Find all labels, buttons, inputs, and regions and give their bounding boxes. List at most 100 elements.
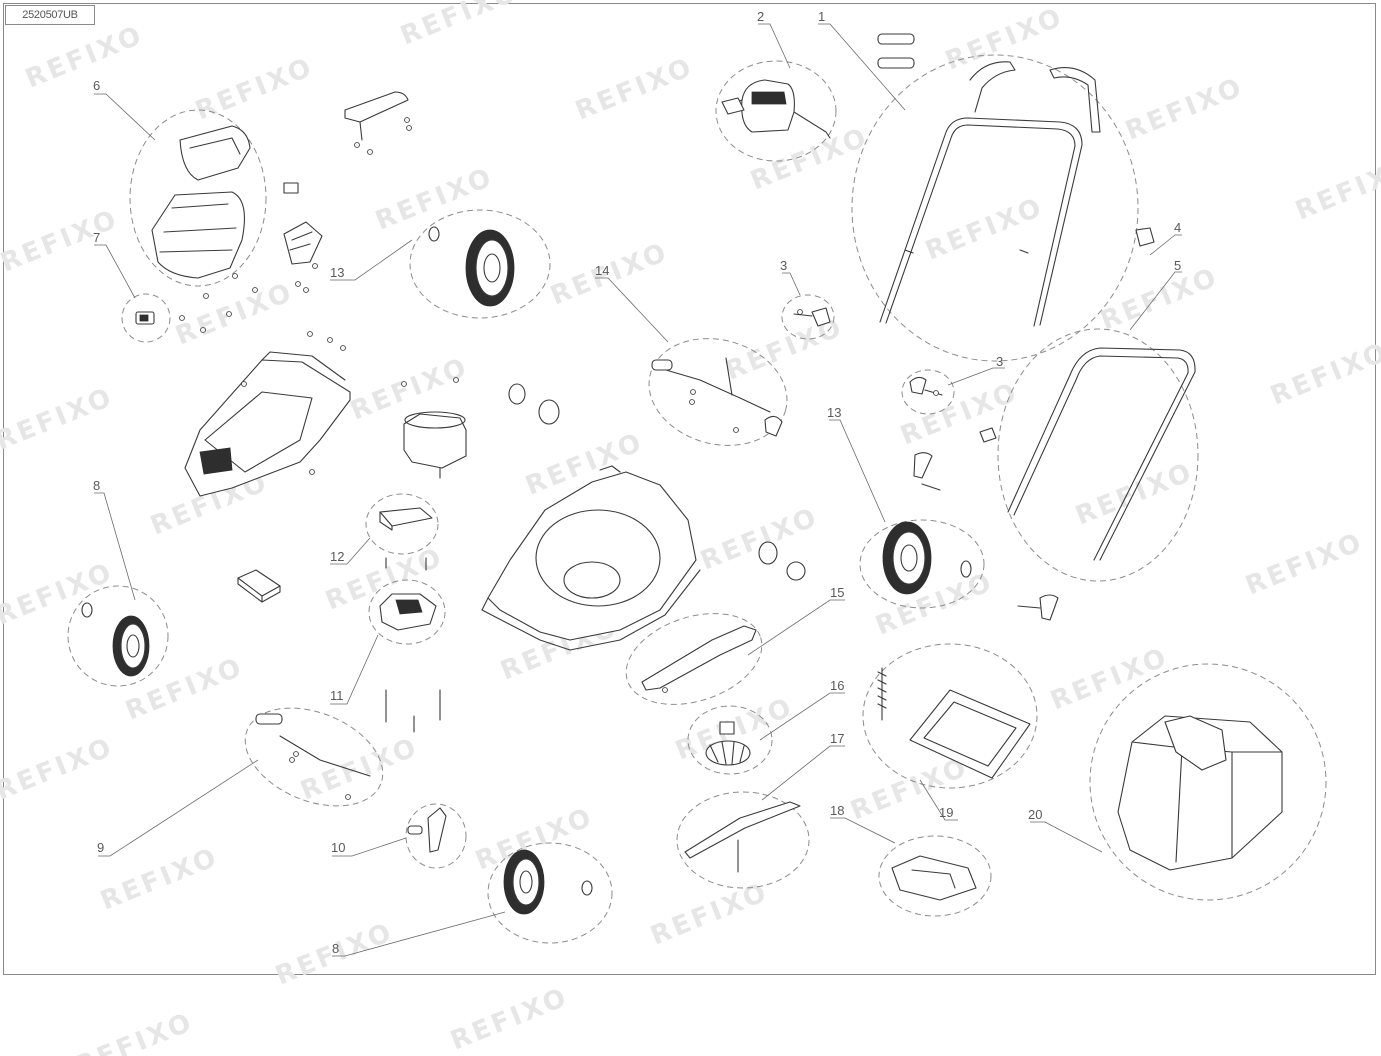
group-outline-2 <box>715 60 837 162</box>
leader-18 <box>830 817 896 844</box>
callout-20: 20 <box>1028 807 1042 822</box>
rear-wheel-part-right <box>882 521 972 595</box>
lower-handle-part <box>913 347 1196 621</box>
watermark: REFIXO <box>71 1007 198 1056</box>
callout-6: 6 <box>93 78 100 93</box>
leader-10 <box>332 837 407 857</box>
grass-box-part <box>1117 715 1283 871</box>
handle-clamp-part-mid <box>909 376 943 396</box>
control-box-part <box>283 221 323 265</box>
leader-lines <box>94 23 1182 957</box>
watermark: REFIXO <box>1266 337 1381 411</box>
watermark: REFIXO <box>746 122 873 196</box>
rear-wheel-part-top <box>428 226 515 307</box>
watermark: REFIXO <box>371 162 498 236</box>
group-outline-8-bottom <box>487 842 613 944</box>
control-board-part <box>379 507 433 571</box>
callout-7: 7 <box>93 230 100 245</box>
watermark: REFIXO <box>0 557 118 631</box>
mower-deck-part <box>481 465 701 651</box>
watermark: REFIXO <box>1121 72 1248 146</box>
watermark: REFIXO <box>1071 457 1198 531</box>
watermark: REFIXO <box>846 752 973 826</box>
watermark: REFIXO <box>0 732 118 806</box>
callout-13-top: 13 <box>330 265 344 280</box>
leader-3-top <box>782 272 801 296</box>
leader-3-mid <box>947 367 1005 386</box>
watermark: REFIXO <box>921 192 1048 266</box>
callout-2: 2 <box>757 9 764 24</box>
leader-12 <box>330 537 371 565</box>
leader-16 <box>759 692 845 741</box>
watermark: REFIXO <box>1096 262 1223 336</box>
rear-flap-part <box>877 667 1031 779</box>
callout-13-right: 13 <box>827 405 841 420</box>
watermark: REFIXO <box>446 982 573 1056</box>
handle-grip-part <box>344 91 412 155</box>
watermark: REFIXO <box>396 0 523 51</box>
watermark: REFIXO <box>646 877 773 951</box>
watermark: REFIXO <box>696 502 823 576</box>
group-outline-18 <box>878 835 992 917</box>
group-outline-15 <box>625 613 763 705</box>
watermark: REFIXO <box>721 312 848 386</box>
group-outline-16 <box>687 705 773 775</box>
group-outline-19 <box>862 643 1038 789</box>
group-outline-7 <box>121 293 171 343</box>
front-wheel-part-left <box>81 602 150 677</box>
spacer-block-part <box>237 569 281 603</box>
front-axle-part <box>255 713 371 800</box>
group-outline-5 <box>997 328 1199 582</box>
watermark: REFIXO <box>0 382 118 456</box>
handle-clamp-part-top <box>793 307 831 327</box>
leader-20 <box>1030 821 1103 853</box>
callout-14: 14 <box>595 263 609 278</box>
leader-13-top <box>330 239 413 281</box>
battery-part <box>721 79 831 139</box>
group-outline-10 <box>405 803 467 869</box>
leader-11 <box>330 634 379 705</box>
watermark: REFIXO <box>0 204 123 278</box>
mulching-plug-part <box>891 855 977 901</box>
front-wheel-part-bottom <box>503 849 593 915</box>
leader-2 <box>758 23 791 69</box>
callout-4: 4 <box>1174 220 1181 235</box>
battery-cover-part <box>151 125 299 279</box>
callout-3-top: 3 <box>780 258 787 273</box>
leader-19 <box>919 779 958 821</box>
deck-cover-part <box>184 351 351 497</box>
callout-1: 1 <box>818 9 825 24</box>
leader-1 <box>818 23 906 111</box>
callout-8-bottom: 8 <box>332 941 339 956</box>
screw-set <box>179 263 459 475</box>
group-outline-3-top <box>781 294 835 340</box>
watermark: REFIXO <box>191 52 318 126</box>
group-outline-13-right <box>859 519 985 609</box>
blade-fan-part <box>705 721 751 766</box>
callout-17: 17 <box>830 731 844 746</box>
front-height-lever-part <box>407 807 447 853</box>
callout-3-mid: 3 <box>996 354 1003 369</box>
rear-axle-part <box>641 625 757 693</box>
switch-part <box>135 311 155 325</box>
watermark: REFIXO <box>1241 527 1368 601</box>
group-outline-13-top <box>409 209 551 319</box>
group-outline-3-mid <box>901 369 955 415</box>
group-outline-8-left <box>67 585 169 687</box>
callout-12: 12 <box>330 549 344 564</box>
leader-17 <box>761 745 845 801</box>
cable-clip-part <box>1135 227 1155 247</box>
watermark: REFIXO <box>1291 152 1381 226</box>
group-outline-9 <box>244 707 384 807</box>
upper-handle-part <box>877 33 1101 327</box>
watermark: REFIXO <box>571 52 698 126</box>
group-outline-17 <box>676 791 810 889</box>
callout-5: 5 <box>1174 258 1181 273</box>
leader-9 <box>98 759 259 857</box>
motor-part <box>403 411 467 479</box>
leader-15 <box>747 599 845 656</box>
leader-14 <box>595 277 669 343</box>
leader-13-right <box>829 419 886 523</box>
leader-8-left <box>94 492 136 601</box>
